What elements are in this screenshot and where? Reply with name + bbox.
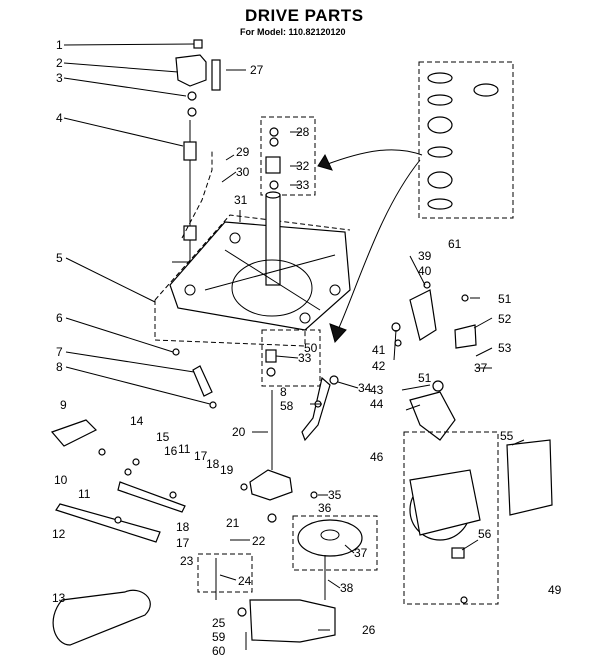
callout-32: 32 (296, 159, 310, 173)
callout-40: 40 (418, 264, 432, 278)
callout-4: 4 (56, 111, 63, 125)
callout-8b: 8 (280, 385, 287, 399)
callout-46: 46 (370, 450, 384, 464)
callout-18b: 18 (176, 520, 190, 534)
callout-29: 29 (236, 145, 250, 159)
callout-42: 42 (372, 359, 386, 373)
callout-23: 23 (180, 554, 194, 568)
callout-60: 60 (212, 644, 226, 655)
bearing-box-lower (261, 329, 321, 387)
callout-55: 55 (500, 429, 514, 443)
callout-2: 2 (56, 56, 63, 70)
callout-18a: 18 (206, 457, 220, 471)
callout-17b: 17 (176, 536, 190, 550)
callout-39: 39 (418, 249, 432, 263)
seal-kit-box (418, 61, 514, 219)
callout-10: 10 (54, 473, 68, 487)
callout-5: 5 (56, 251, 63, 265)
callout-8: 8 (56, 360, 63, 374)
callout-41: 41 (372, 343, 386, 357)
callout-14: 14 (130, 414, 144, 428)
callout-59: 59 (212, 630, 226, 644)
callout-27: 27 (250, 63, 264, 77)
callout-38: 38 (340, 581, 354, 595)
callout-20: 20 (232, 425, 246, 439)
callout-3: 3 (56, 71, 63, 85)
callout-53: 53 (498, 341, 512, 355)
leader-lines (63, 43, 525, 631)
callout-37b: 37 (474, 361, 488, 375)
callout-49: 49 (548, 583, 562, 597)
callout-25: 25 (212, 616, 226, 630)
bearing-box-upper (260, 116, 316, 196)
callout-51b: 51 (418, 371, 432, 385)
diagram-subtitle: For Model: 110.82120120 (240, 27, 346, 37)
callout-15: 15 (156, 430, 170, 444)
callout-58: 58 (280, 399, 294, 413)
callout-7: 7 (56, 345, 63, 359)
callout-51a: 51 (498, 292, 512, 306)
callout-36: 36 (318, 501, 332, 515)
callout-44: 44 (370, 397, 384, 411)
callout-11a: 11 (78, 487, 91, 501)
callout-12: 12 (52, 527, 66, 541)
diagram-title: DRIVE PARTS (245, 6, 364, 25)
callout-22: 22 (252, 534, 266, 548)
callout-19: 19 (220, 463, 234, 477)
actuator-shaft-assembly (175, 39, 221, 262)
callout-28: 28 (296, 125, 310, 139)
callout-33a: 33 (296, 178, 310, 192)
callout-13: 13 (52, 591, 66, 605)
callout-1: 1 (56, 38, 63, 52)
callout-6: 6 (56, 311, 63, 325)
callout-52: 52 (498, 312, 512, 326)
callout-26: 26 (362, 623, 376, 637)
callout-34: 34 (358, 381, 372, 395)
callout-30: 30 (236, 165, 250, 179)
callout-37a: 37 (354, 546, 368, 560)
callout-9: 9 (60, 398, 67, 412)
callout-17a: 17 (194, 449, 208, 463)
callout-35: 35 (328, 488, 342, 502)
callout-labels: 1 2 3 4 5 6 7 8 9 10 11 11 12 13 14 15 1… (52, 38, 562, 655)
callout-24: 24 (238, 574, 252, 588)
callout-16: 16 (164, 444, 178, 458)
gearcase-base-plate (154, 191, 351, 347)
callout-50: 50 (304, 341, 318, 355)
callout-21: 21 (226, 516, 240, 530)
callout-43: 43 (370, 383, 384, 397)
callout-31: 31 (234, 193, 248, 207)
callout-61: 61 (448, 237, 462, 251)
callout-56: 56 (478, 527, 492, 541)
callout-11b: 11 (178, 442, 191, 456)
callout-33b: 33 (298, 351, 312, 365)
